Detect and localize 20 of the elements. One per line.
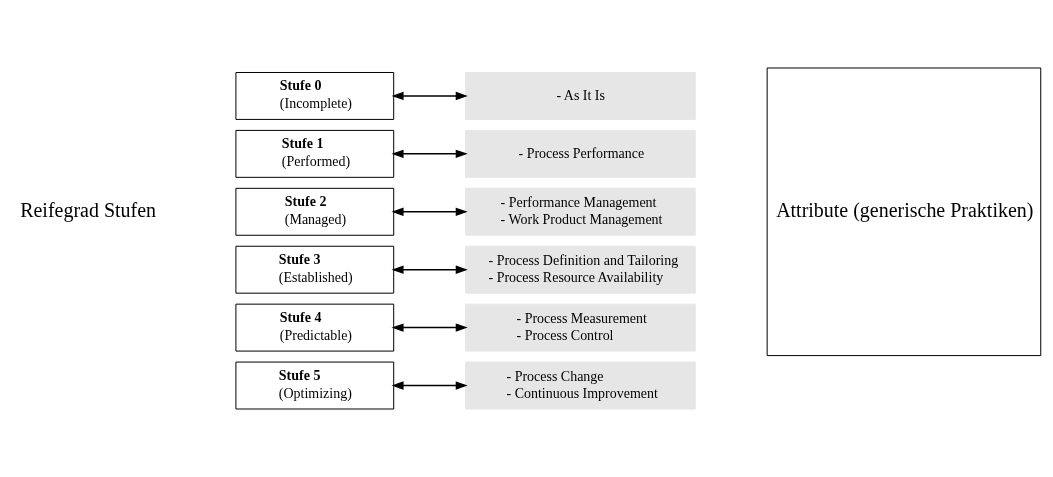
node-box: - Process Definition and Tailoring - Process Resource Availability — [465, 245, 696, 294]
arrow — [391, 381, 468, 390]
label: Reifegrad Stufen — [20, 198, 157, 221]
arrow — [391, 323, 468, 332]
arrow — [391, 91, 468, 101]
arrow — [391, 207, 468, 216]
node-box: Stufe 4 (Predictable) — [235, 303, 395, 352]
node-box: - Performance Management - Work Product Management — [465, 187, 696, 236]
node-box: Stufe 3 (Established) — [235, 245, 395, 294]
arrow — [391, 149, 468, 159]
arrow — [391, 265, 468, 274]
node-box: Attribute (generische Praktiken) — [766, 67, 1042, 357]
node-box: Stufe 0 (Incomplete) — [235, 72, 395, 120]
node-box: Stufe 2 (Managed) — [235, 187, 395, 236]
node-box: - Process Performance — [465, 129, 696, 178]
node-box: Stufe 5 (Optimizing) — [235, 361, 395, 410]
node-box: - As It Is — [465, 72, 696, 120]
node-box: Stufe 1 (Performed) — [235, 129, 395, 178]
node-box: - Process Change - Continuous Improvement — [465, 361, 696, 410]
node-box: - Process Measurement - Process Control — [465, 303, 696, 352]
